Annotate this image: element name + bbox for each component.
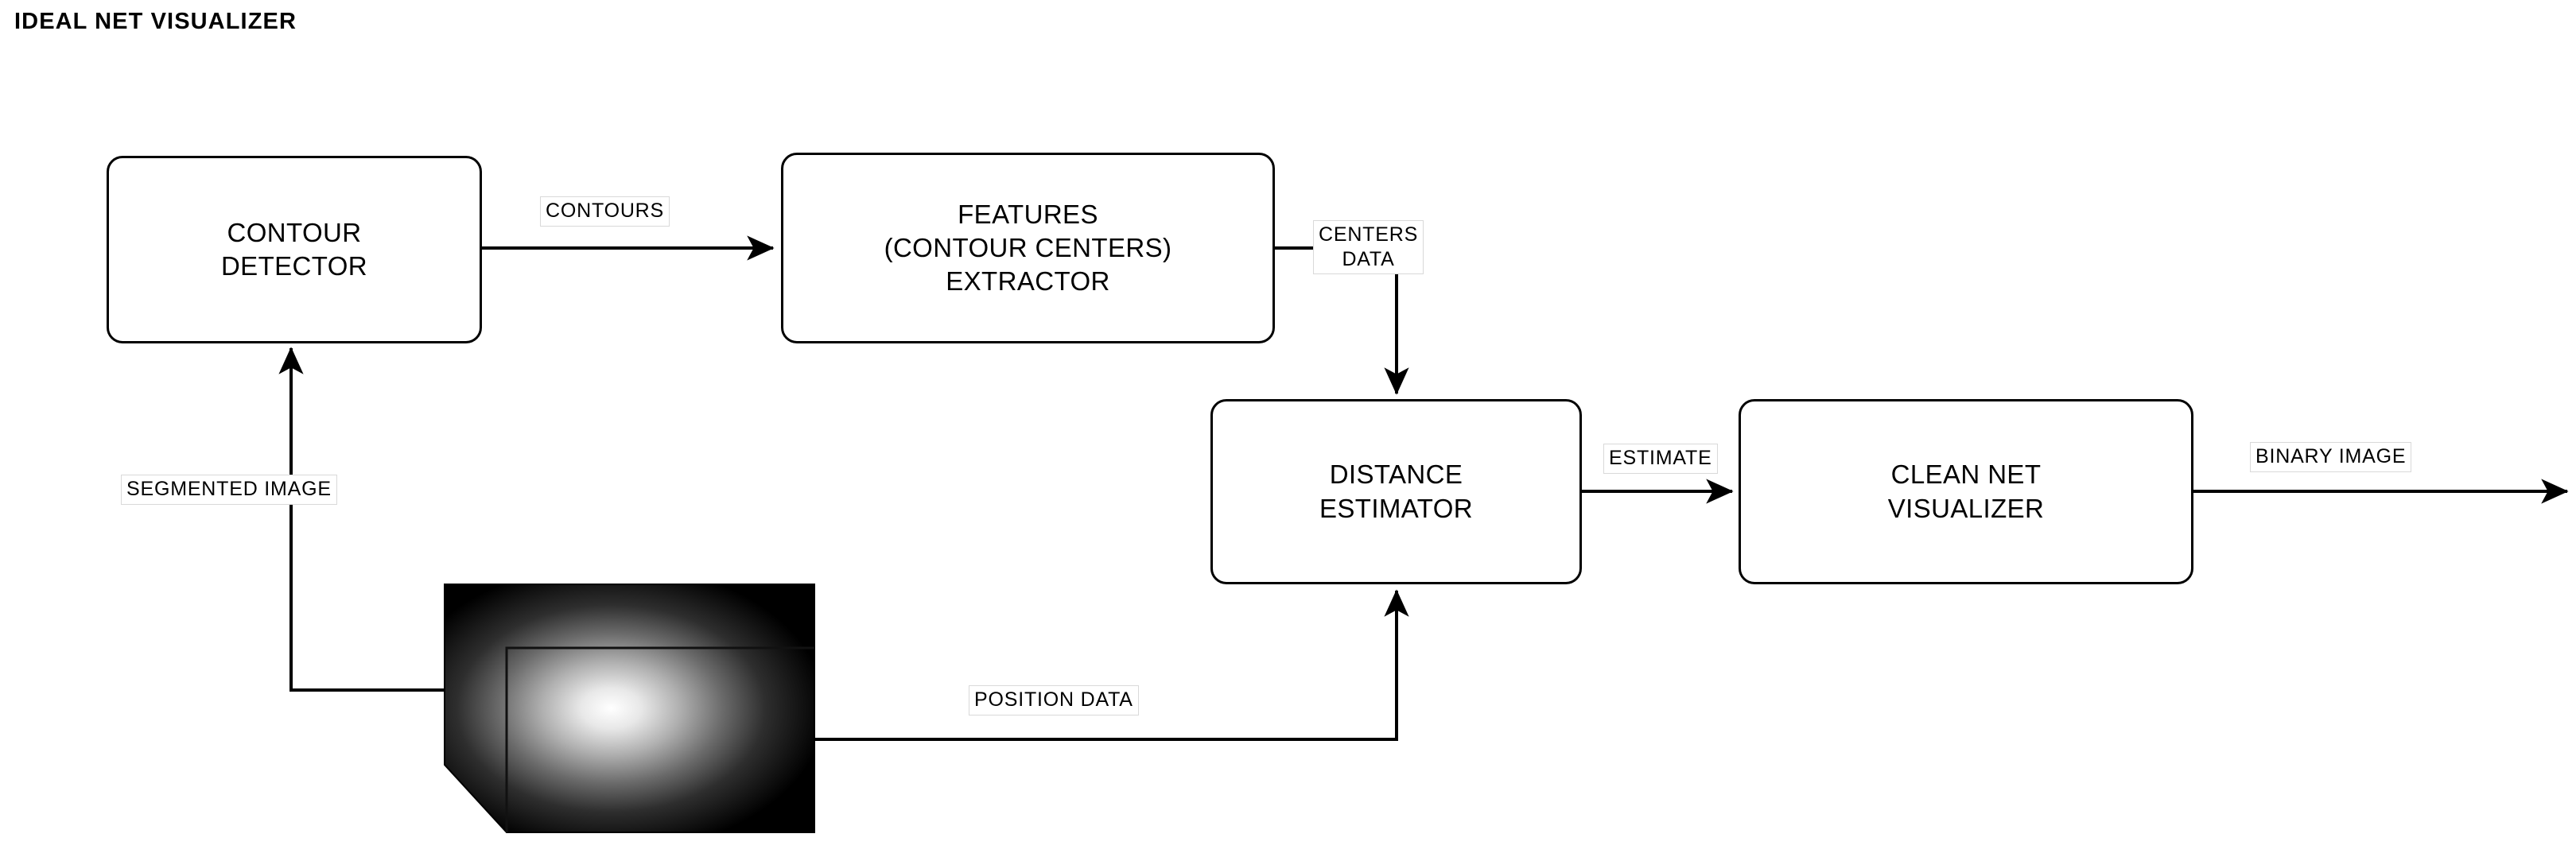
node-label-line: (CONTOUR CENTERS) <box>884 232 1172 262</box>
edge-segmented-image <box>278 347 447 692</box>
node-features-extractor[interactable]: FEATURES (CONTOUR CENTERS) EXTRACTOR <box>781 153 1275 343</box>
node-contour-detector[interactable]: CONTOUR DETECTOR <box>107 156 482 343</box>
edge-label-line: BINARY IMAGE <box>2255 445 2407 467</box>
edge-label-line: ESTIMATE <box>1609 447 1712 469</box>
node-label-line: DETECTOR <box>220 251 368 281</box>
edge-label-line: POSITION DATA <box>974 688 1133 711</box>
edge-label-estimate: ESTIMATE <box>1603 444 1718 474</box>
node-label-line: DISTANCE <box>1329 460 1463 490</box>
page-title: IDEAL NET VISUALIZER <box>14 9 297 34</box>
edge-position-data <box>813 589 1409 741</box>
node-distance-estimator[interactable]: DISTANCE ESTIMATOR <box>1210 399 1582 584</box>
edge-label-centers-data: CENTERS DATA <box>1313 220 1424 274</box>
node-label-line: FEATURES <box>958 199 1098 229</box>
edge-label-line: DATA <box>1342 247 1395 270</box>
node-label-line: ESTIMATOR <box>1319 493 1474 523</box>
node-clean-net-visualizer[interactable]: CLEAN NET VISUALIZER <box>1739 399 2193 584</box>
input-image-cube <box>444 584 815 833</box>
node-label-line: EXTRACTOR <box>946 266 1110 297</box>
edge-label-contours: CONTOURS <box>540 196 670 227</box>
edge-label-position-data: POSITION DATA <box>969 685 1139 715</box>
edge-label-line: SEGMENTED IMAGE <box>126 478 332 500</box>
edge-label-segmented-image: SEGMENTED IMAGE <box>121 475 337 505</box>
node-label-line: VISUALIZER <box>1887 493 2045 523</box>
node-label-line: CLEAN NET <box>1890 460 2042 490</box>
edge-label-line: CENTERS <box>1319 223 1419 246</box>
edge-label-binary-image: BINARY IMAGE <box>2250 442 2412 472</box>
edge-label-line: CONTOURS <box>546 200 665 222</box>
node-label-line: CONTOUR <box>227 217 362 247</box>
